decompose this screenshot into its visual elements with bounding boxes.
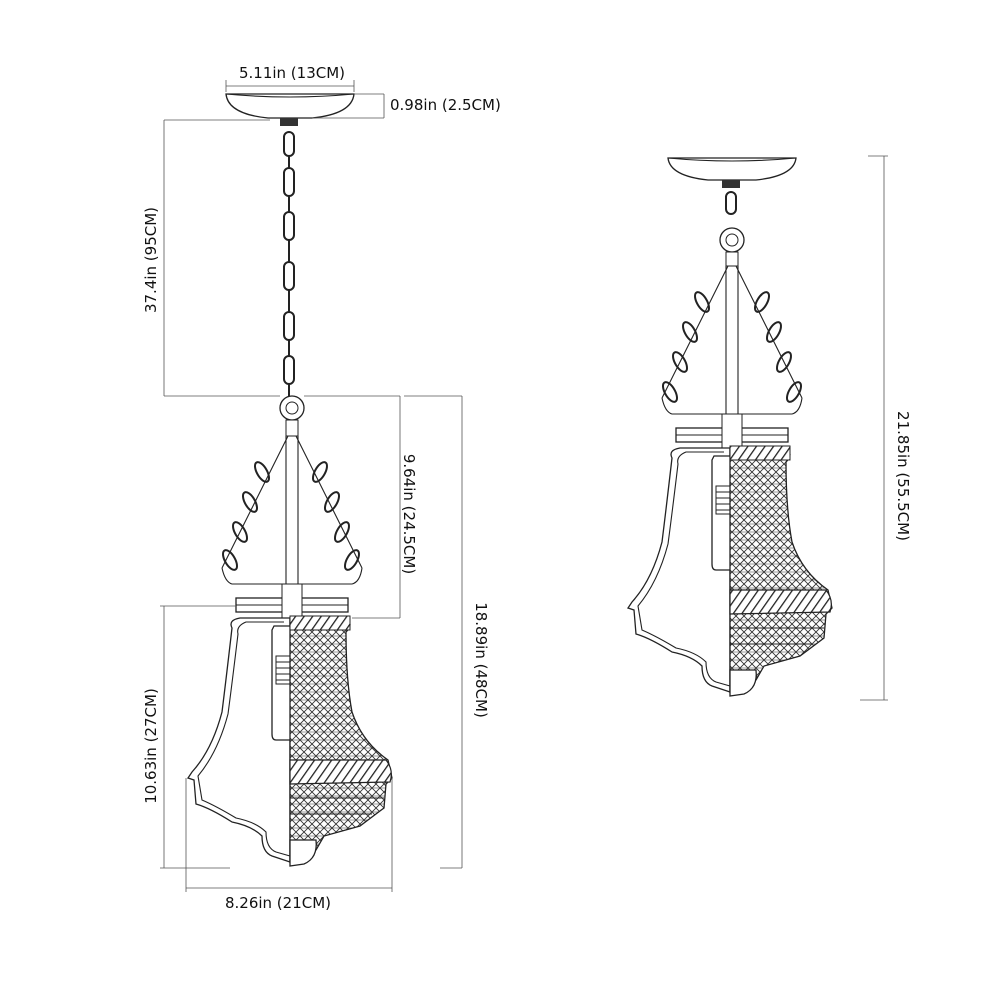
chain-length-label: 37.4in (95CM) — [142, 207, 160, 313]
dimension-lines — [160, 80, 888, 892]
shade-top-band — [289, 615, 351, 631]
shade-rope-band — [289, 759, 392, 785]
canopy-nipple — [280, 118, 298, 126]
side-chains — [222, 461, 360, 571]
total-height-label: 18.89in (48CM) — [472, 602, 490, 718]
long-chain-pendant — [186, 93, 393, 867]
side-chains-short — [662, 291, 802, 403]
overall-height-label: 21.85in (55.5CM) — [894, 411, 912, 541]
canopy-short — [667, 157, 797, 181]
crystal-mesh-shade — [289, 617, 393, 864]
glass-shade-outline — [186, 617, 291, 863]
frame-height-label: 9.64in (24.5CM) — [400, 454, 418, 574]
canopy-width-label: 5.11in (13CM) — [239, 64, 345, 82]
fixture-width-label: 8.26in (21CM) — [225, 894, 331, 912]
canopy — [225, 93, 355, 119]
short-pendant — [626, 157, 833, 697]
canopy-height-label: 0.98in (2.5CM) — [390, 96, 501, 114]
shade-height-label: 10.63in (27CM) — [142, 688, 160, 804]
chain — [283, 131, 295, 398]
